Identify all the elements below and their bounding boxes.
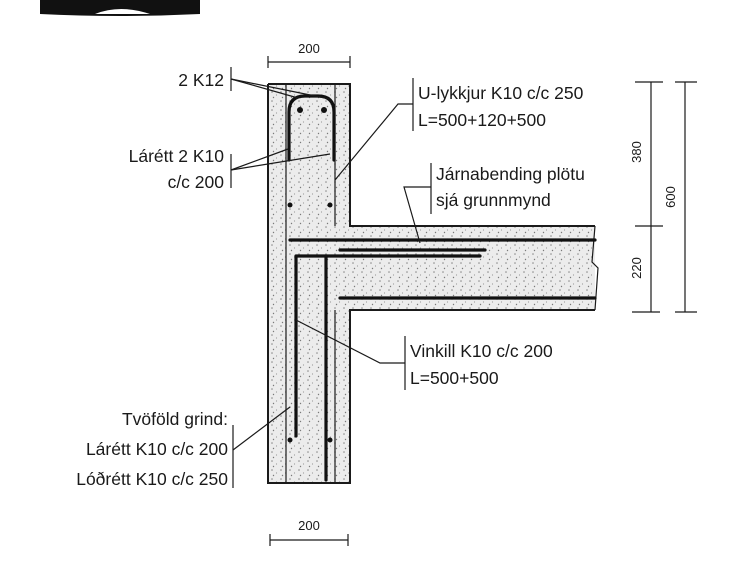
- logo-fragment: [40, 0, 200, 16]
- label-angle-bar-1: Vinkill K10 c/c 200: [410, 341, 553, 361]
- label-mesh-2: Lárétt K10 c/c 200: [86, 439, 228, 459]
- u-bar: [287, 94, 336, 162]
- label-mesh-1: Tvöföld grind:: [122, 409, 228, 429]
- label-angle-bar-2: L=500+500: [410, 368, 499, 388]
- label-u-bar-2: L=500+120+500: [418, 110, 546, 130]
- label-horizontal-bars-1: Lárétt 2 K10: [129, 146, 225, 166]
- label-top-bars: 2 K12: [178, 70, 224, 90]
- dimension-lines: [267, 56, 697, 546]
- dim-total-height: 600: [663, 186, 678, 208]
- dim-upper-height: 380: [629, 141, 644, 163]
- leader-lines: [230, 67, 432, 488]
- dim-wall-width-bottom: 200: [298, 518, 320, 533]
- reinforcement-bars: [287, 94, 597, 482]
- label-slab-rebar-2: sjá grunnmynd: [436, 190, 551, 210]
- label-mesh-3: Lóðrétt K10 c/c 250: [76, 469, 228, 489]
- concrete-wall-and-slab: [268, 84, 595, 483]
- label-slab-rebar-1: Járnabending plötu: [436, 164, 585, 184]
- angle-bar: [294, 254, 482, 438]
- dim-wall-width-top: 200: [298, 41, 320, 56]
- dim-slab-thickness: 220: [629, 257, 644, 279]
- label-u-bar-1: U-lykkjur K10 c/c 250: [418, 83, 584, 103]
- label-horizontal-bars-2: c/c 200: [168, 172, 225, 192]
